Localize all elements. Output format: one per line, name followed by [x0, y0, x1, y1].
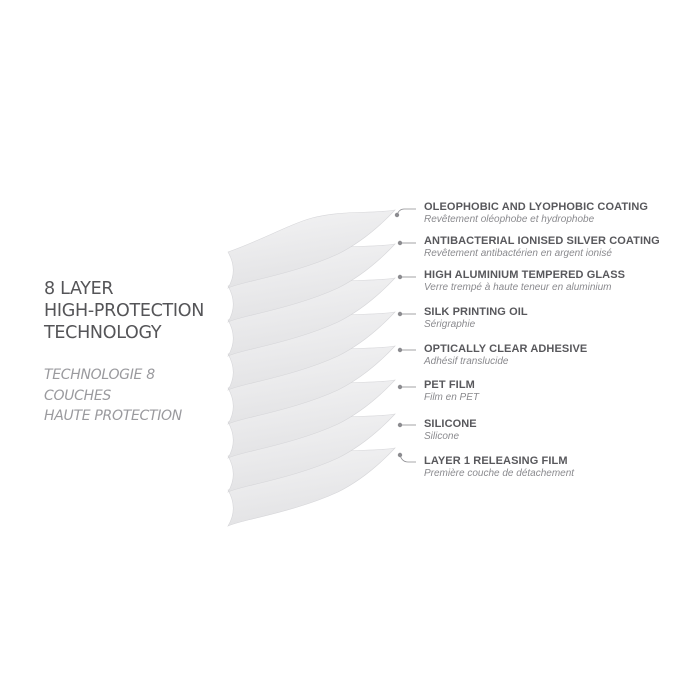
callout-1	[394, 208, 416, 218]
callout-dot-8	[397, 452, 403, 458]
callout-dot-7	[397, 422, 403, 428]
layer-name-7: SILICONE	[424, 418, 477, 430]
callout-dot-1	[394, 212, 400, 218]
layer-translation-2: Revêtement antibactérien en argent ionis…	[424, 248, 612, 259]
layer-name-1: OLEOPHOBIC AND LYOPHOBIC COATING	[424, 201, 649, 213]
layer-label-5: OPTICALLY CLEAR ADHESIVE Adhésif translu…	[424, 343, 587, 368]
layer-label-3: HIGH ALUMINIUM TEMPERED GLASS Verre trem…	[424, 269, 625, 294]
callout-dot-2	[397, 240, 403, 246]
callout-line-8	[399, 454, 416, 463]
layer-name-6: PET FILM	[424, 379, 475, 391]
layer-translation-7: Silicone	[424, 431, 460, 442]
title-line-1: 8 LAYER	[44, 279, 114, 299]
layer-label-8: LAYER 1 RELEASING FILM Première couche d…	[424, 455, 574, 480]
layer-sheet-1	[227, 209, 396, 289]
layer-name-3: HIGH ALUMINIUM TEMPERED GLASS	[424, 269, 626, 281]
layer-label-7: SILICONE Silicone	[424, 418, 477, 443]
subtitle-line-3: HAUTE PROTECTION	[44, 408, 182, 424]
diagram-subtitle-french: TECHNOLOGIE 8 COUCHES HAUTE PROTECTION	[44, 365, 234, 427]
layer-name-4: SILK PRINTING OIL	[424, 306, 528, 318]
callout-5	[397, 347, 416, 353]
layer-callouts	[394, 208, 416, 463]
layer-name-5: OPTICALLY CLEAR ADHESIVE	[424, 343, 588, 355]
callout-dot-4	[397, 311, 403, 317]
callout-6	[397, 384, 416, 390]
callout-dot-5	[397, 347, 403, 353]
callout-dot-3	[397, 274, 403, 280]
layer-translation-8: Première couche de détachement	[424, 468, 575, 479]
layer-translation-4: Sérigraphie	[424, 319, 476, 330]
callout-7	[397, 422, 416, 428]
layer-label-4: SILK PRINTING OIL Sérigraphie	[424, 306, 528, 331]
layer-sheets	[227, 209, 396, 527]
layer-translation-1: Revêtement oléophobe et hydrophobe	[424, 214, 595, 225]
callout-line-1	[396, 208, 416, 216]
diagram-title: 8 LAYER HIGH-PROTECTION TECHNOLOGY	[44, 278, 234, 344]
callout-4	[397, 311, 416, 317]
callout-8	[397, 452, 416, 463]
callout-dot-6	[397, 384, 403, 390]
callout-3	[397, 274, 416, 280]
layer-label-6: PET FILM Film en PET	[424, 379, 479, 404]
title-line-3: TECHNOLOGY	[44, 323, 162, 343]
layer-label-1: OLEOPHOBIC AND LYOPHOBIC COATING Revêtem…	[424, 201, 648, 226]
callout-2	[397, 240, 416, 246]
layer-name-8: LAYER 1 RELEASING FILM	[424, 455, 568, 467]
layer-name-2: ANTIBACTERIAL IONISED SILVER COATING	[424, 235, 660, 247]
layer-label-2: ANTIBACTERIAL IONISED SILVER COATING Rev…	[424, 235, 660, 260]
layer-translation-6: Film en PET	[424, 392, 480, 403]
subtitle-line-1: TECHNOLOGIE 8	[44, 367, 155, 383]
title-line-2: HIGH-PROTECTION	[44, 301, 205, 321]
subtitle-line-2: COUCHES	[44, 387, 111, 404]
layer-translation-3: Verre trempé à haute teneur en aluminium	[424, 282, 612, 293]
layer-translation-5: Adhésif translucide	[424, 356, 509, 367]
